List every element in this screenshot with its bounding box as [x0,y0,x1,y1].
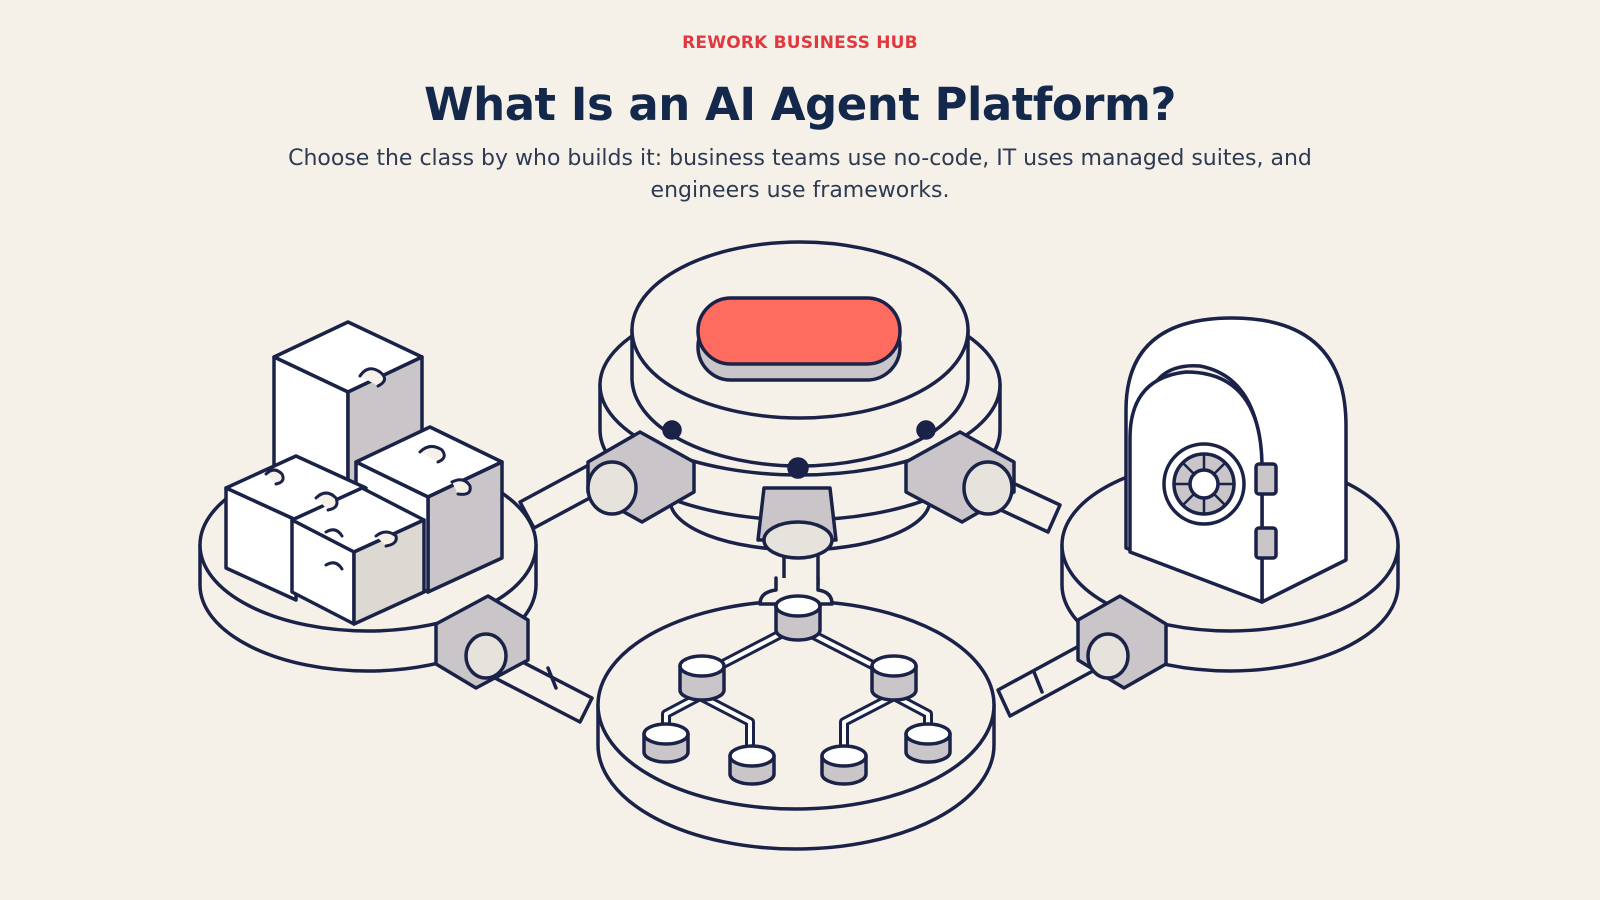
page-title: What Is an AI Agent Platform? [424,78,1176,131]
page-subtitle: Choose the class by who builds it: busin… [288,146,1312,203]
brand-eyebrow: REWORK BUSINESS HUB [682,33,918,53]
tree-network-platform [596,576,996,851]
pipe-couplers [434,430,1168,690]
vault-platform [1060,316,1400,673]
